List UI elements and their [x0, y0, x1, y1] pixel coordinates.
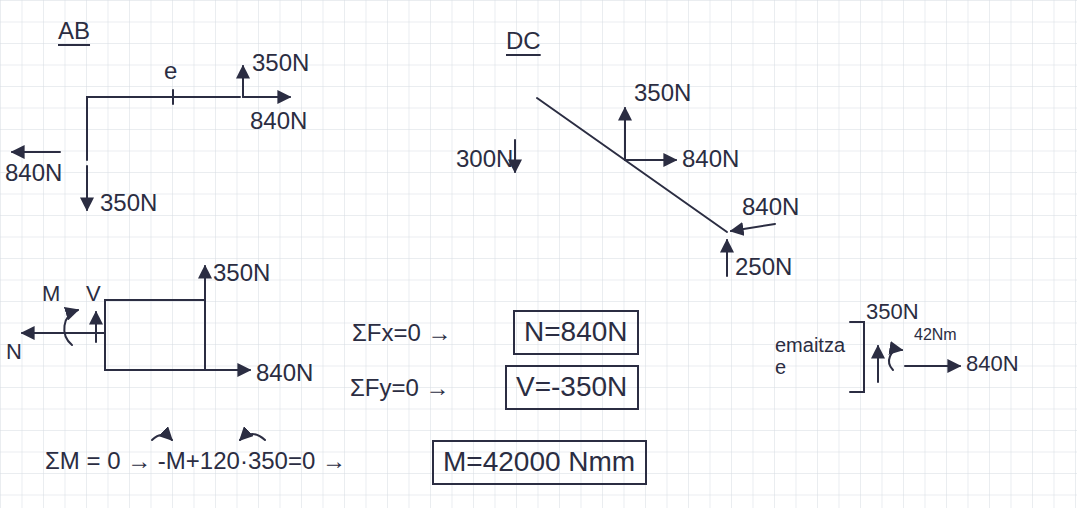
force-arrow: [86, 166, 88, 210]
force-label: 350N: [100, 190, 157, 216]
section-bracket: [850, 322, 864, 392]
ink-strokes: [12, 66, 960, 440]
force-label: 840N: [966, 352, 1019, 376]
force-arrow: [726, 240, 728, 276]
force-label: emaitza e: [775, 334, 845, 378]
force-label: 350N: [634, 80, 691, 106]
force-arrow: [204, 266, 206, 300]
moment-sign: [152, 435, 172, 440]
force-label: 300N: [456, 146, 513, 172]
force-arrow: [731, 224, 775, 231]
moment-arrow: [64, 310, 78, 345]
result-box: M=42000 Nmm: [432, 440, 647, 485]
force-arrow: [905, 365, 960, 367]
force-label: 840N: [250, 108, 307, 134]
result-text: N=840N: [524, 317, 628, 348]
result-box: N=840N: [513, 310, 639, 355]
force-label: 840N: [682, 146, 739, 172]
force-label: ΣM = 0 → -M+120·350=0 →: [45, 448, 346, 474]
force-arrow: [243, 96, 290, 98]
force-arrow: [12, 151, 60, 153]
force-label: 350N: [866, 300, 919, 324]
force-label: e: [164, 58, 177, 84]
force-arrow: [205, 369, 250, 371]
force-arrow: [242, 66, 244, 97]
moment-sign: [240, 434, 265, 440]
force-label: ΣFx=0 →: [352, 320, 452, 346]
force-label: 350N: [252, 50, 309, 76]
section-segment: [105, 300, 205, 370]
force-label: DC: [506, 28, 541, 54]
force-label: M: [42, 282, 60, 306]
force-label: N: [6, 340, 22, 364]
member-ab: [87, 97, 240, 160]
force-arrow: [514, 140, 516, 172]
moment-arrow: [889, 350, 902, 370]
force-label: 840N: [742, 194, 799, 220]
result-text: M=42000 Nmm: [443, 447, 635, 478]
force-label: AB: [58, 18, 90, 44]
force-arrow: [625, 159, 676, 161]
force-arrow: [877, 346, 879, 382]
force-label: ΣFy=0 →: [350, 375, 450, 401]
result-text: V=-350N: [516, 372, 627, 403]
force-label: 42Nm: [914, 326, 957, 344]
force-arrow: [95, 312, 97, 342]
force-label: 350N: [213, 260, 270, 286]
result-box: V=-350N: [505, 365, 639, 410]
section-tick: [172, 90, 174, 104]
force-arrow: [624, 108, 626, 160]
force-label: 250N: [735, 254, 792, 280]
force-label: V: [86, 282, 101, 306]
force-label: 840N: [5, 160, 62, 186]
force-label: 840N: [256, 360, 313, 386]
